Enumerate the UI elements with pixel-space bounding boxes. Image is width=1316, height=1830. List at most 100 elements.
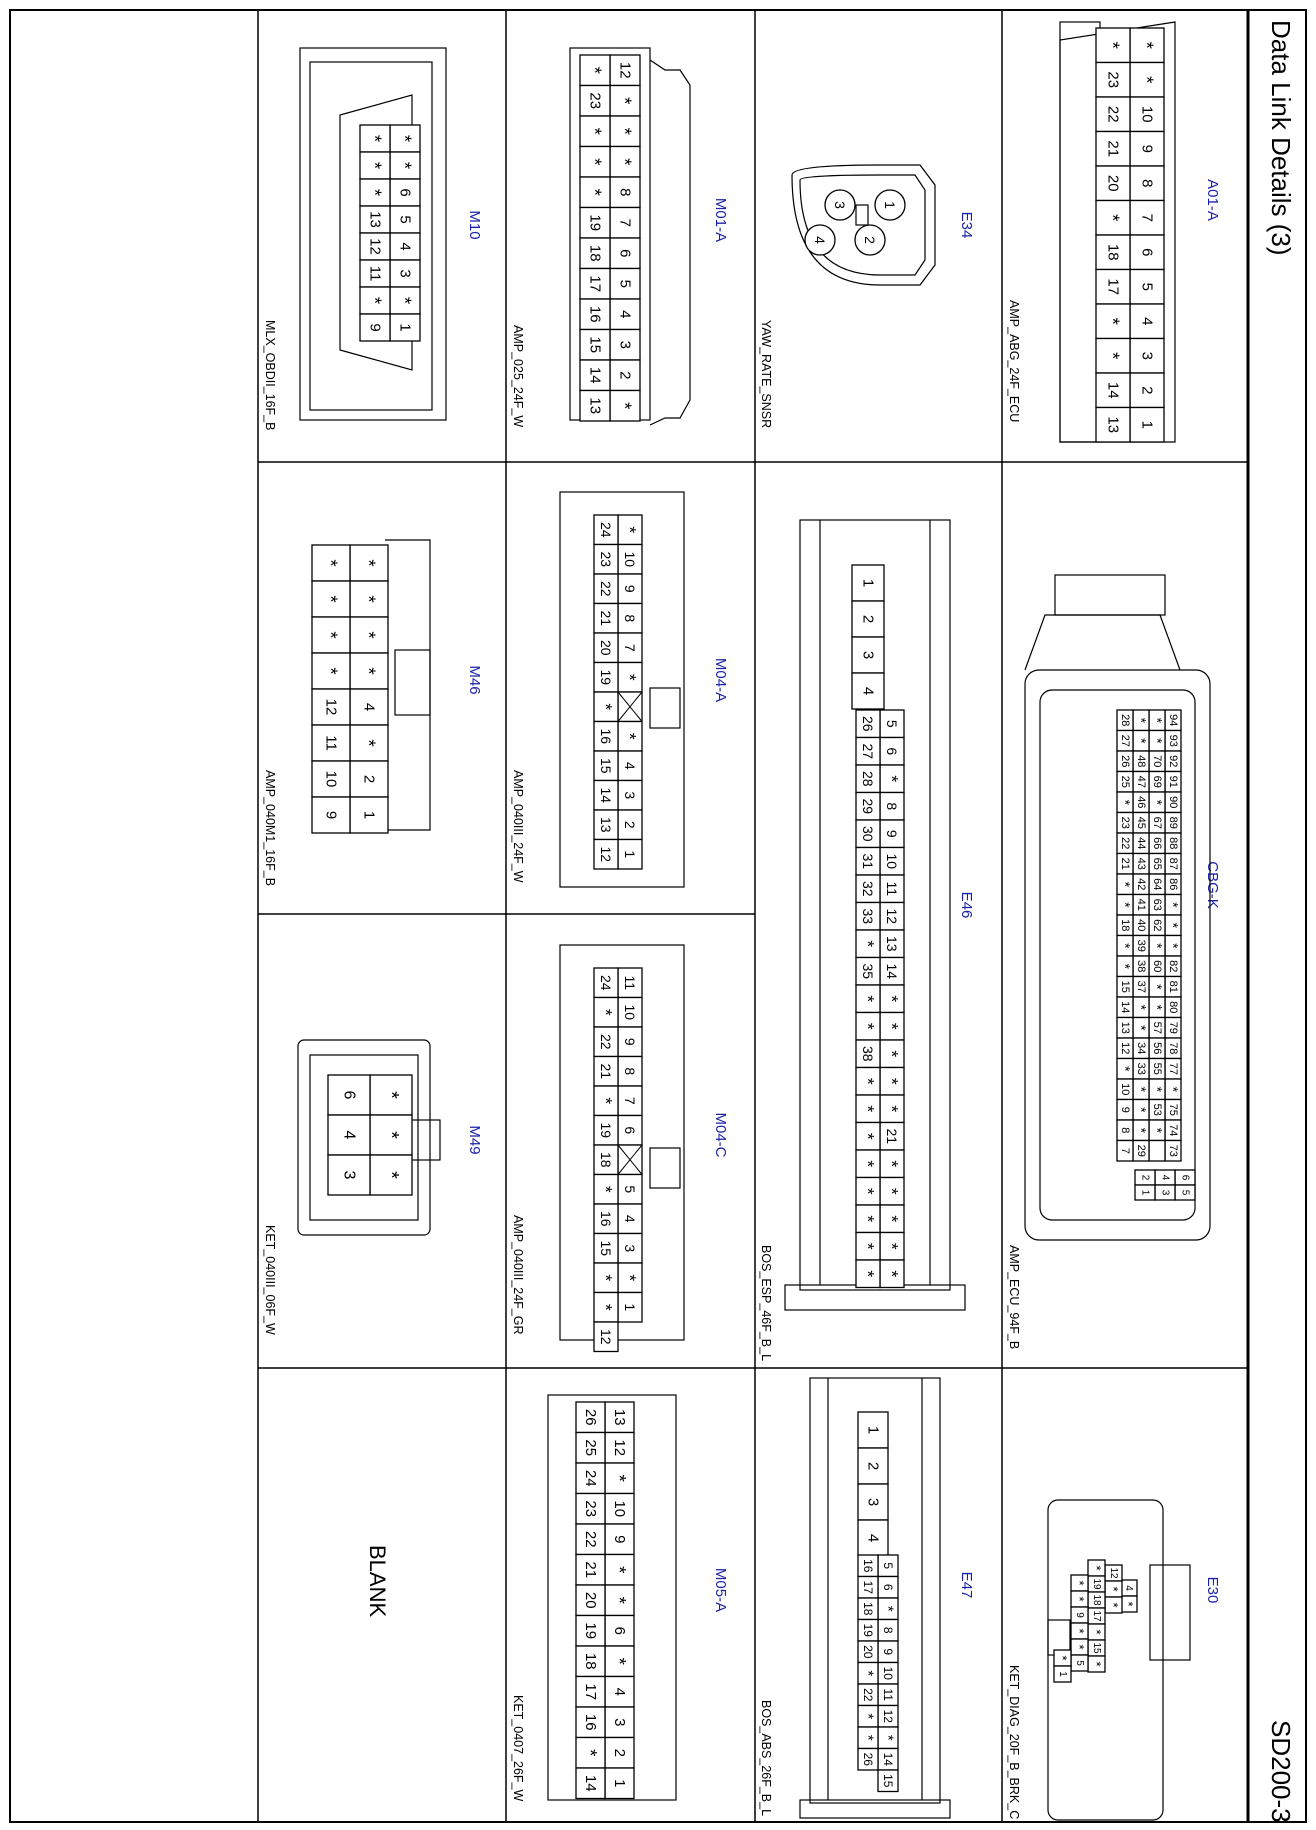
unused-pin-label: *: [1118, 902, 1133, 908]
pin-box: [617, 1203, 643, 1235]
pin-number: 11: [884, 881, 900, 896]
pin-cell: 3: [857, 1483, 889, 1521]
pin-number: 30: [860, 826, 876, 842]
pin-number: 19: [861, 1624, 875, 1638]
pin-number: 4: [341, 1131, 358, 1140]
unused-pin-label: *: [1150, 1087, 1165, 1093]
pin-cell: 4: [389, 232, 421, 261]
unused-pin-label: *: [860, 1735, 877, 1741]
pin-cell: 46: [1132, 791, 1150, 814]
pin-cell: 28: [855, 764, 881, 794]
pin-number: 67: [1151, 817, 1163, 829]
pin-box: [579, 389, 611, 422]
connector-type: YAW_RATE_SNSR: [759, 320, 773, 428]
unused-pin-label: *: [860, 1670, 877, 1676]
pin-box: [617, 1262, 643, 1294]
pin-cell: 63: [1148, 893, 1166, 916]
pin-number: 88: [1167, 837, 1179, 849]
pin-box: [575, 1584, 606, 1617]
pin-number: 4: [622, 762, 638, 770]
pin-box: [327, 1074, 371, 1116]
pin-cell: 22: [593, 1026, 619, 1058]
pin-box: [593, 543, 619, 575]
pin-box: [1095, 61, 1131, 98]
pin-cell: *: [593, 1291, 619, 1323]
pin-cell: 3: [1129, 337, 1165, 374]
unused-pin-label: *: [596, 1304, 616, 1311]
pin-cell: *: [349, 724, 389, 762]
pin-cell: 19: [579, 206, 611, 239]
pin-cell: 11: [311, 724, 351, 762]
pin-cell: *: [1070, 1638, 1089, 1656]
pin-cell: 20: [575, 1584, 606, 1617]
pin-cell: *: [1132, 1119, 1150, 1142]
pin-number: 32: [860, 881, 876, 897]
pin-cell: *: [311, 652, 351, 690]
pin-number: 9: [611, 1535, 628, 1543]
pin-number: 21: [1119, 858, 1131, 870]
pin-cell: 90: [1164, 791, 1182, 814]
pin-cell: 4: [1129, 303, 1165, 340]
pin-cell: 17: [579, 267, 611, 300]
pin-cell: 82: [1164, 955, 1182, 978]
pin-cell: 5: [877, 1554, 899, 1578]
pin-cell: *: [349, 580, 389, 618]
pin-cell: 13: [579, 389, 611, 422]
pin-cell: *: [1132, 996, 1150, 1019]
pin-number: 27: [1119, 735, 1131, 747]
pin-cell: *: [349, 616, 389, 654]
unused-pin-label: *: [882, 995, 902, 1002]
pin-cell: 10: [311, 760, 351, 798]
pin-number: 1: [865, 1426, 882, 1434]
pin-cell: *: [879, 764, 905, 794]
pin-box: [311, 652, 351, 690]
pin-box: [593, 1055, 619, 1087]
pin-number: 16: [582, 1714, 599, 1731]
pin-box: [593, 1291, 619, 1323]
pin-cell: 28: [1116, 709, 1134, 732]
unused-pin-label: *: [380, 1171, 402, 1179]
unused-pin-label: *: [580, 1749, 601, 1756]
pin-number: 80: [1167, 1001, 1179, 1013]
pin-number: 9: [1119, 1107, 1131, 1113]
pin-box: [851, 564, 885, 602]
pin-box: [1129, 372, 1165, 409]
pin-box: [609, 237, 641, 270]
pin-box: [855, 1176, 881, 1206]
pin-box: [593, 1026, 619, 1058]
pin-cell: *: [617, 720, 643, 752]
pin-number: 20: [582, 1592, 599, 1609]
connector-a01-a: A01-A AMP_ABG_24F_ECU **10987654321*2322…: [1007, 21, 1221, 443]
pin-number: 3: [617, 341, 634, 349]
blocked-pin-mark: [617, 1144, 643, 1175]
pin-box: [579, 298, 611, 331]
pin-number: 6: [1139, 248, 1156, 256]
pin-box: [311, 724, 351, 762]
pin-cell: 8: [1129, 165, 1165, 202]
pin-number: 8: [1119, 1127, 1131, 1133]
connector-id: E47: [958, 1572, 975, 1599]
pin-number: 75: [1167, 1104, 1179, 1116]
pin-cell: *: [1095, 199, 1131, 236]
pin-box: [359, 124, 391, 153]
pin-box: [855, 929, 881, 959]
pin-cell: 6: [1129, 234, 1165, 271]
pin-cell: 4: [604, 1675, 635, 1708]
pin-cell: *: [311, 616, 351, 654]
pin-number: 12: [598, 1329, 614, 1345]
pin-number: 42: [1135, 878, 1147, 890]
connector-type: AMP_025_24F_W: [511, 325, 525, 427]
pin-cell: *: [855, 984, 881, 1014]
pin-number: 23: [598, 551, 614, 567]
pin-box: [855, 1094, 881, 1124]
pin-cell: 8: [879, 791, 905, 821]
unused-pin-label: *: [1137, 42, 1158, 49]
connector-inner-outline: [309, 61, 433, 411]
unused-pin-label: *: [359, 559, 380, 566]
connector-type: AMP_ECU_94F_B: [1007, 1245, 1021, 1349]
pin-cell: *: [579, 176, 611, 209]
outer-border: [9, 9, 1307, 1823]
pin-number: 12: [884, 908, 900, 924]
pin-number: 48: [1135, 755, 1147, 767]
pin-box: [1148, 1139, 1166, 1162]
